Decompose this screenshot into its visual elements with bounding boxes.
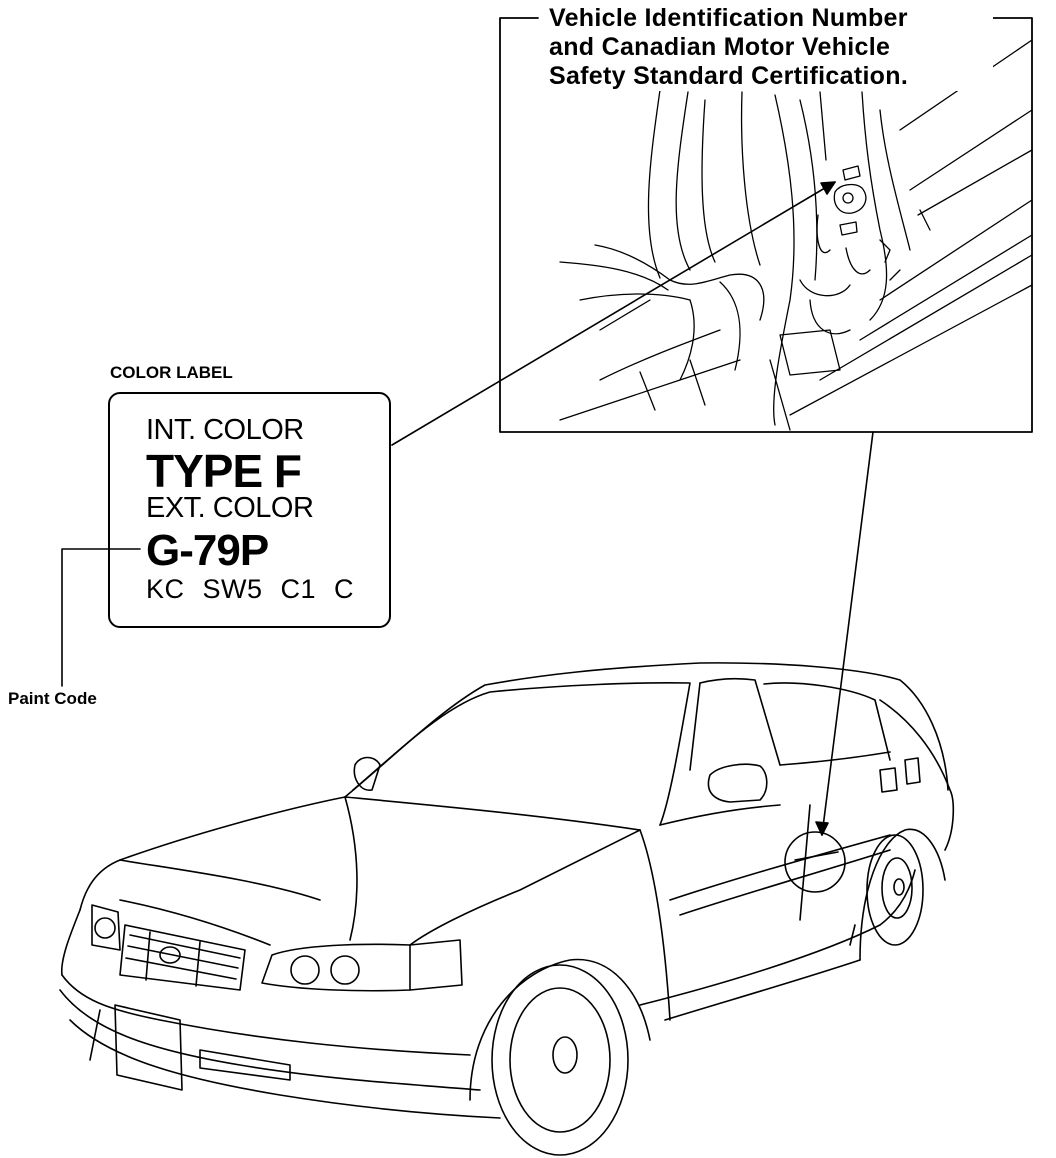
car-body-drawing bbox=[59, 662, 955, 1156]
door-jamb-detail-frame bbox=[499, 17, 1033, 433]
exterior-paint-code: G-79P bbox=[146, 526, 269, 575]
extra-codes: KC SW5 C1 C bbox=[146, 574, 355, 604]
door-jamb-detail-drawing bbox=[559, 39, 1033, 431]
vin-callout-title: Vehicle Identification Number and Canadi… bbox=[545, 4, 993, 91]
leader-color-label-to-jamb bbox=[391, 181, 836, 446]
vin-callout-line-1: Vehicle Identification Number bbox=[549, 4, 908, 32]
color-label-card: INT. COLOR TYPE F EXT. COLOR G-79P KC SW… bbox=[108, 392, 391, 628]
interior-color-heading: INT. COLOR bbox=[146, 414, 304, 446]
color-label-caption: COLOR LABEL bbox=[110, 363, 233, 382]
paint-code-label: Paint Code bbox=[8, 689, 97, 708]
exterior-color-heading: EXT. COLOR bbox=[146, 492, 314, 524]
leader-lines bbox=[61, 181, 874, 836]
leader-detail-to-car bbox=[821, 431, 874, 836]
vin-callout-line-3: Safety Standard Certification. bbox=[549, 62, 909, 90]
interior-color-value: TYPE F bbox=[146, 445, 302, 497]
vin-callout-line-2: and Canadian Motor Vehicle bbox=[549, 33, 891, 61]
leader-paint-code bbox=[61, 548, 141, 687]
